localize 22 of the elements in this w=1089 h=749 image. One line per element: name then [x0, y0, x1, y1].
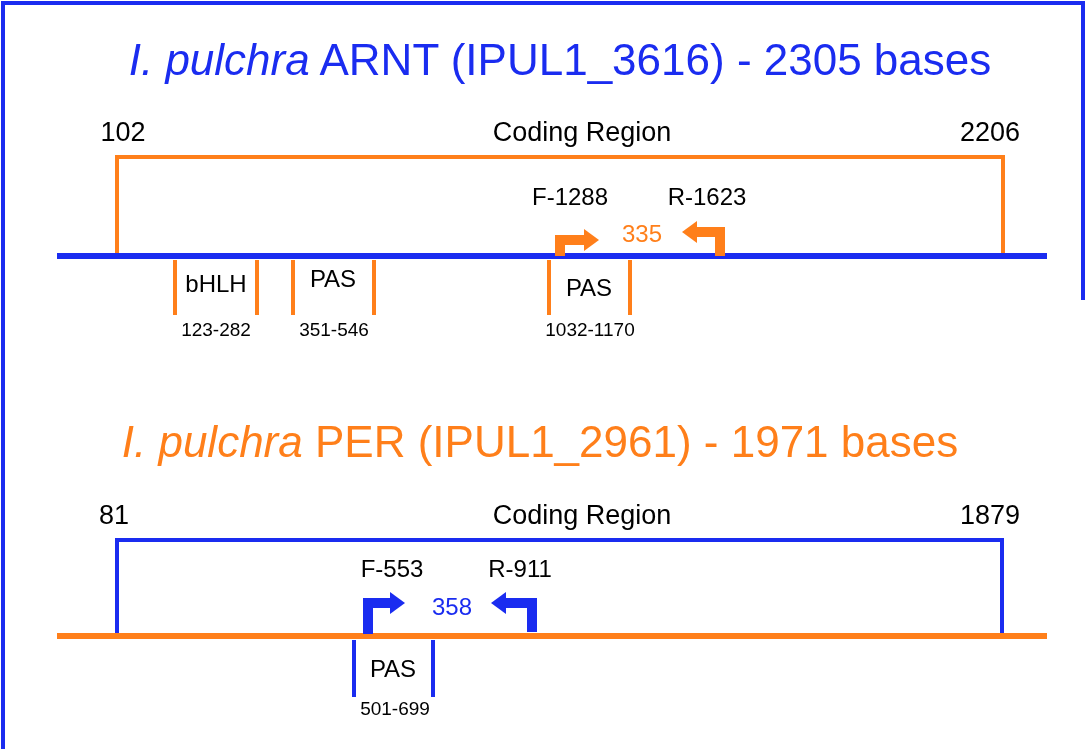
- region-label: Coding Region: [492, 501, 672, 531]
- position-number: 81: [99, 501, 129, 531]
- primer-label: F-1288: [532, 183, 608, 211]
- domain-range: 501-699: [360, 698, 430, 720]
- domain-label: PAS: [369, 655, 417, 683]
- domain-range: 1032-1170: [545, 319, 635, 341]
- panel-title: I. pulchra ARNT (IPUL1_3616) - 2305 bases: [128, 35, 992, 85]
- primer-label: R-1623: [667, 183, 747, 211]
- position-number: 102: [100, 118, 146, 148]
- region-label: Coding Region: [492, 118, 672, 148]
- panel-title: I. pulchra PER (IPUL1_2961) - 1971 bases: [121, 417, 959, 467]
- product-size: 358: [432, 593, 472, 621]
- primer-label: F-553: [360, 555, 424, 583]
- domain-label: PAS: [565, 274, 613, 302]
- domain-label: bHLH: [185, 270, 247, 298]
- position-number: 1879: [959, 501, 1021, 531]
- domain-range: 351-546: [299, 319, 369, 341]
- domain-label: PAS: [309, 265, 357, 293]
- primer-label: R-911: [488, 555, 552, 583]
- product-size: 335: [622, 220, 662, 248]
- domain-range: 123-282: [181, 319, 251, 341]
- position-number: 2206: [959, 118, 1021, 148]
